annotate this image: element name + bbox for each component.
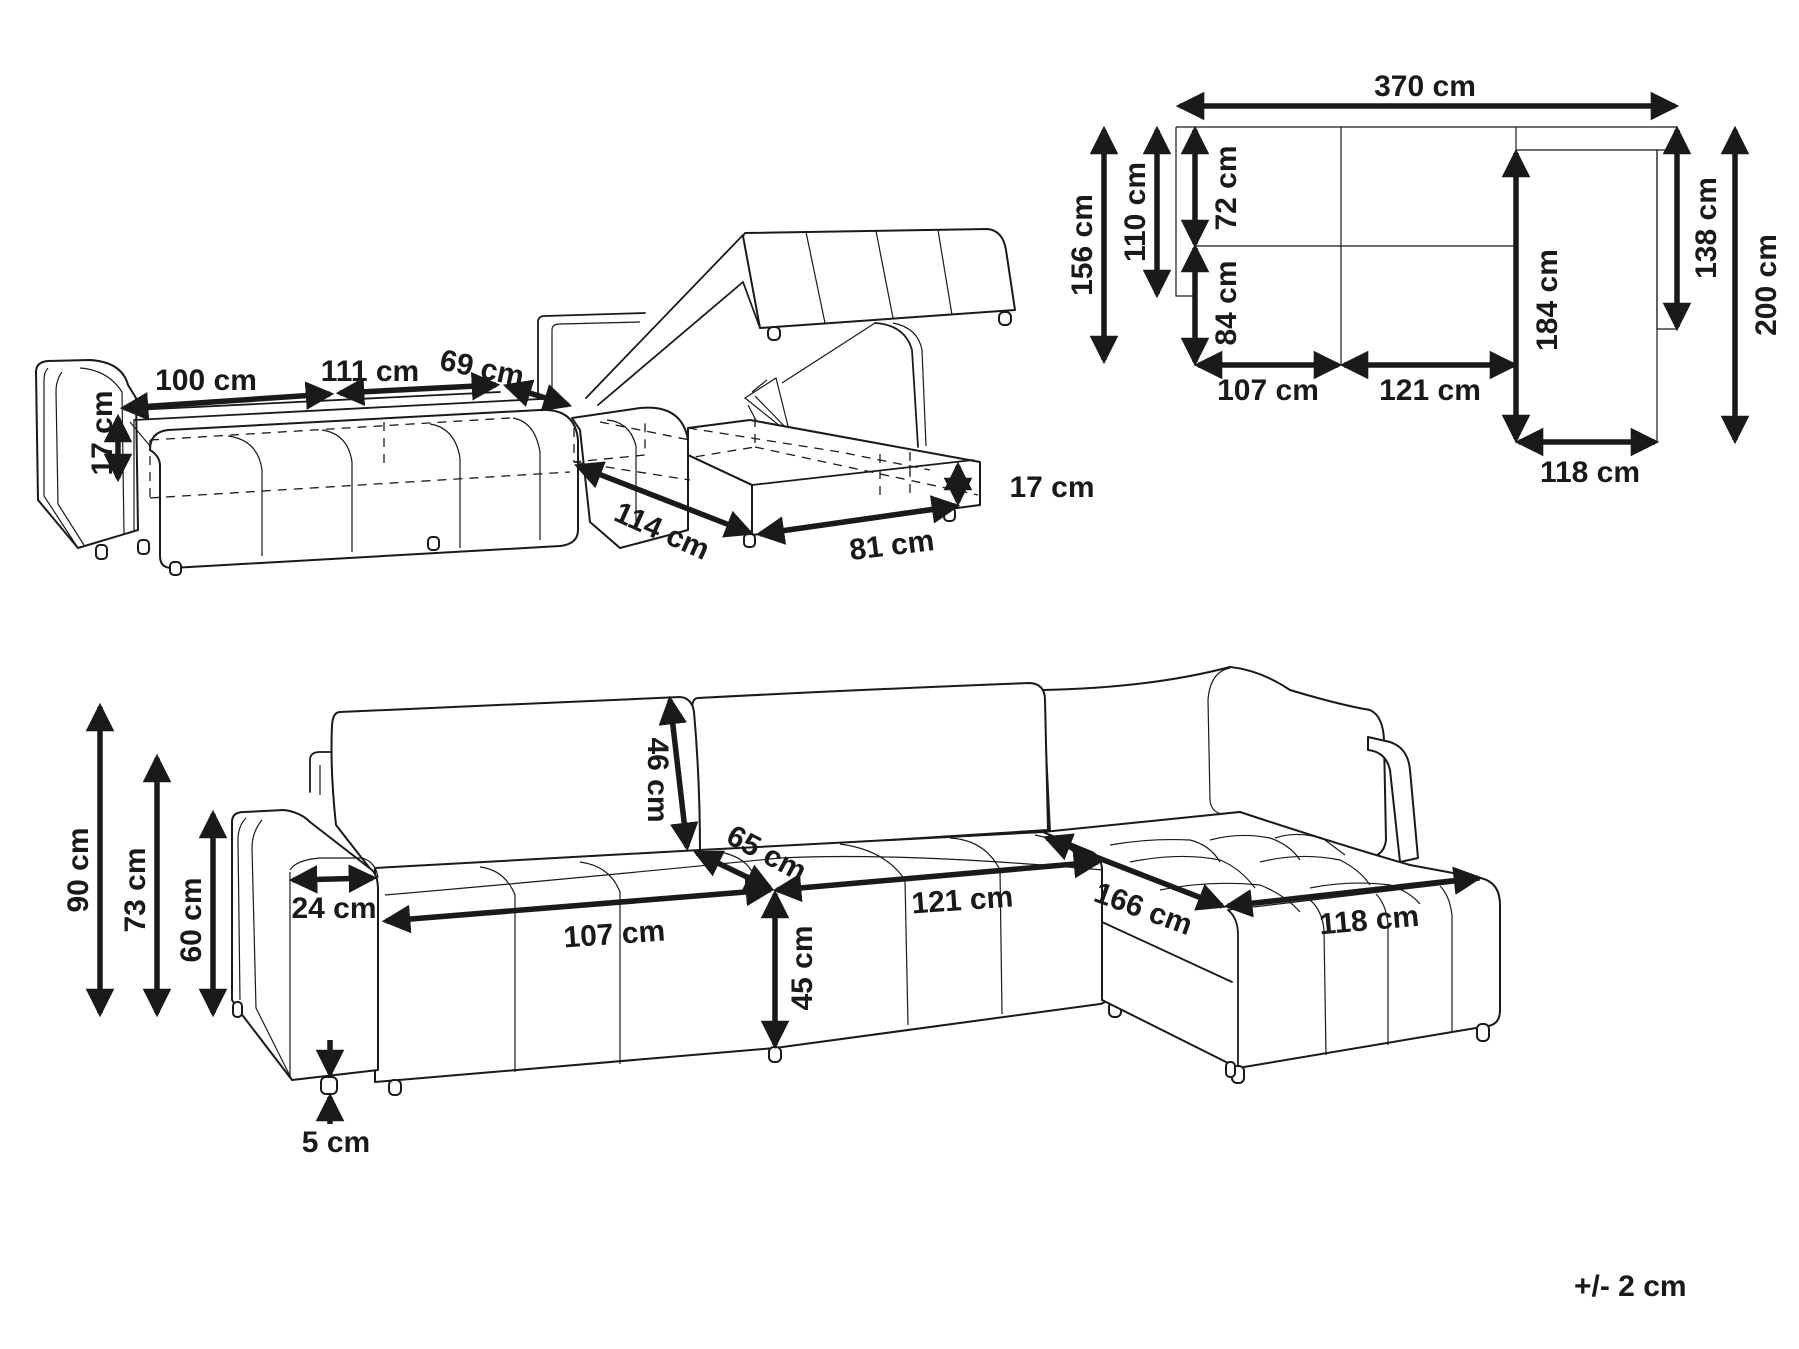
label-seat-height: 45 cm [786, 925, 819, 1010]
label-front-section-2-width: 121 cm [910, 881, 1014, 921]
label-cushion-height: 46 cm [641, 737, 674, 822]
label-section-1-width: 107 cm [1217, 374, 1319, 407]
floor-plan-dimension-arrows [1089, 91, 1750, 457]
storage-view: 100 cm 111 cm 69 cm 17 cm 114 cm 81 cm 1… [35, 228, 1095, 576]
label-right-armrest-depth: 138 cm [1690, 177, 1723, 279]
label-seat-length-2: 111 cm [321, 355, 419, 388]
label-leg-height: 5 cm [302, 1126, 370, 1159]
label-left-depth-total: 156 cm [1066, 194, 1099, 296]
back-cushions [309, 666, 1387, 876]
label-total-height: 90 cm [62, 827, 95, 912]
label-front-section-1-width: 107 cm [562, 915, 666, 955]
label-storage-depth-left: 17 cm [86, 390, 119, 475]
label-seat-length-1: 100 cm [155, 364, 257, 397]
label-chaise-length: 184 cm [1531, 249, 1564, 351]
label-back-height: 73 cm [119, 847, 152, 932]
label-back-depth: 72 cm [1210, 145, 1243, 230]
label-total-width: 370 cm [1374, 70, 1476, 103]
storage-lid [742, 228, 1016, 341]
label-total-depth: 200 cm [1750, 234, 1783, 336]
chaise [1042, 811, 1501, 1084]
label-chaise-width: 118 cm [1540, 456, 1640, 489]
label-storage-width: 81 cm [848, 524, 936, 567]
front-dimension-arrows [85, 695, 1483, 1124]
tolerance-note: +/- 2 cm [1574, 1270, 1687, 1303]
floor-plan: 370 cm 156 cm 110 cm 72 cm 84 cm 107 cm … [1066, 70, 1783, 489]
label-armrest-width: 24 cm [291, 892, 376, 925]
front-left-armrest [231, 809, 379, 1095]
label-seat-depth: 84 cm [1210, 260, 1243, 345]
label-section-2-width: 121 cm [1379, 374, 1481, 407]
front-view: 90 cm 73 cm 60 cm 24 cm 5 cm 46 cm 65 cm… [62, 666, 1501, 1159]
label-left-armrest-depth: 110 cm [1119, 162, 1152, 262]
label-storage-depth-right: 17 cm [1009, 471, 1094, 504]
main-seat-block [129, 408, 579, 576]
storage-dimension-arrows [103, 371, 973, 545]
label-armrest-height: 60 cm [175, 877, 208, 962]
